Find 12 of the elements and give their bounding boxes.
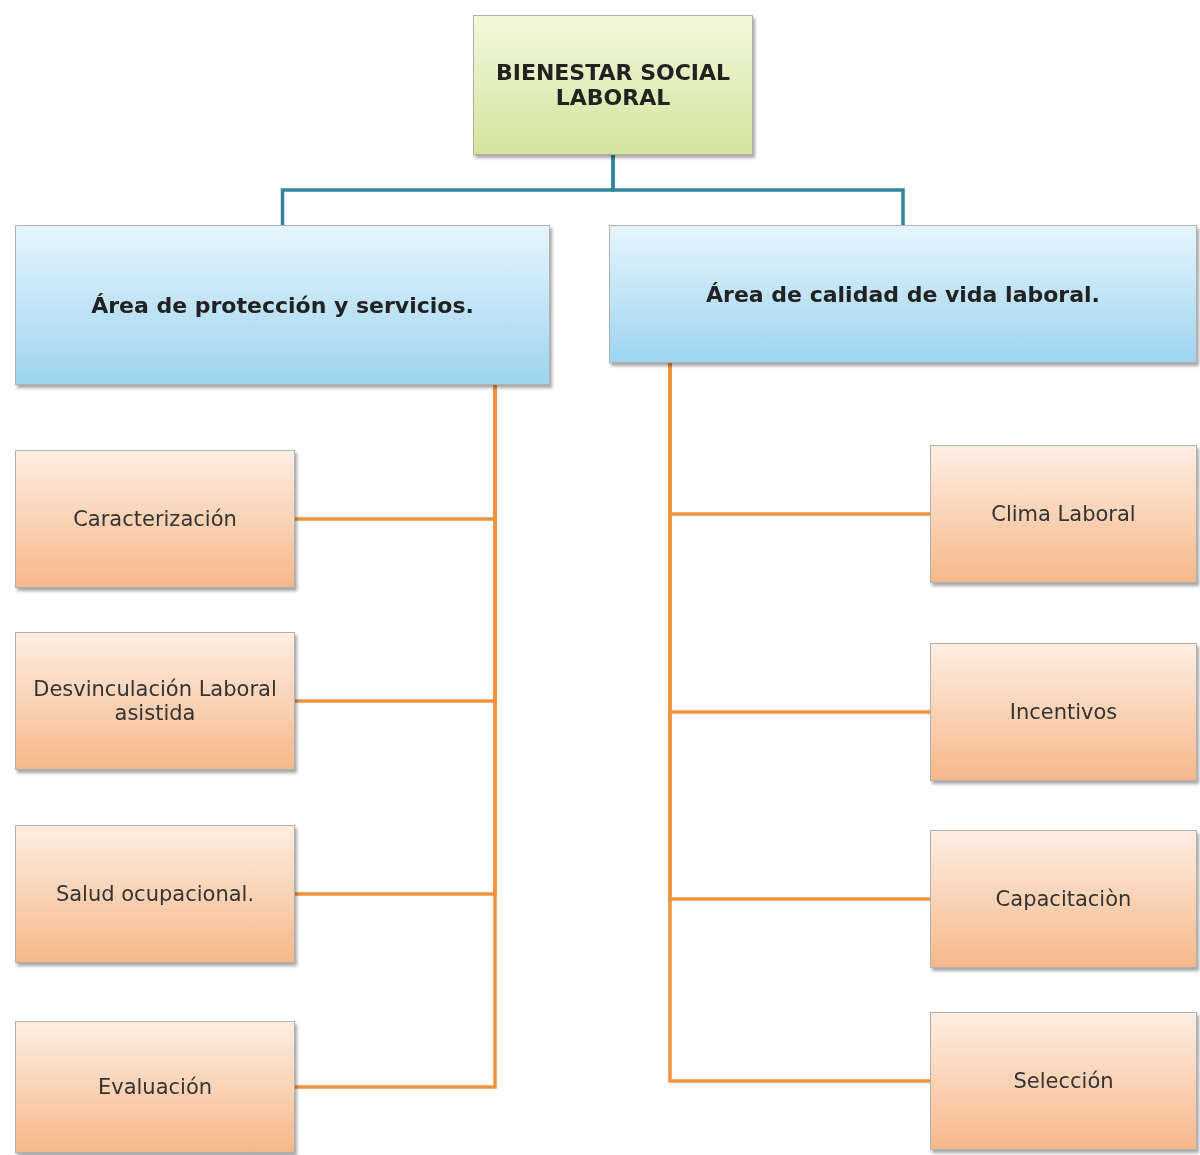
item-box: Incentivos [930,643,1197,781]
item-box: Clima Laboral [930,445,1197,583]
area-box: Área de protección y servicios. [15,225,550,385]
root-box: BIENESTAR SOCIAL LABORAL [473,15,753,155]
item-box: Selección [930,1012,1197,1150]
area-box: Área de calidad de vida laboral. [609,225,1197,363]
item-box: Salud ocupacional. [15,825,295,963]
item-box: Caracterización [15,450,295,588]
item-box: Desvinculación Laboral asistida [15,632,295,770]
item-box: Capacitaciòn [930,830,1197,968]
item-box: Evaluación [15,1021,295,1153]
connector-line [611,155,905,225]
